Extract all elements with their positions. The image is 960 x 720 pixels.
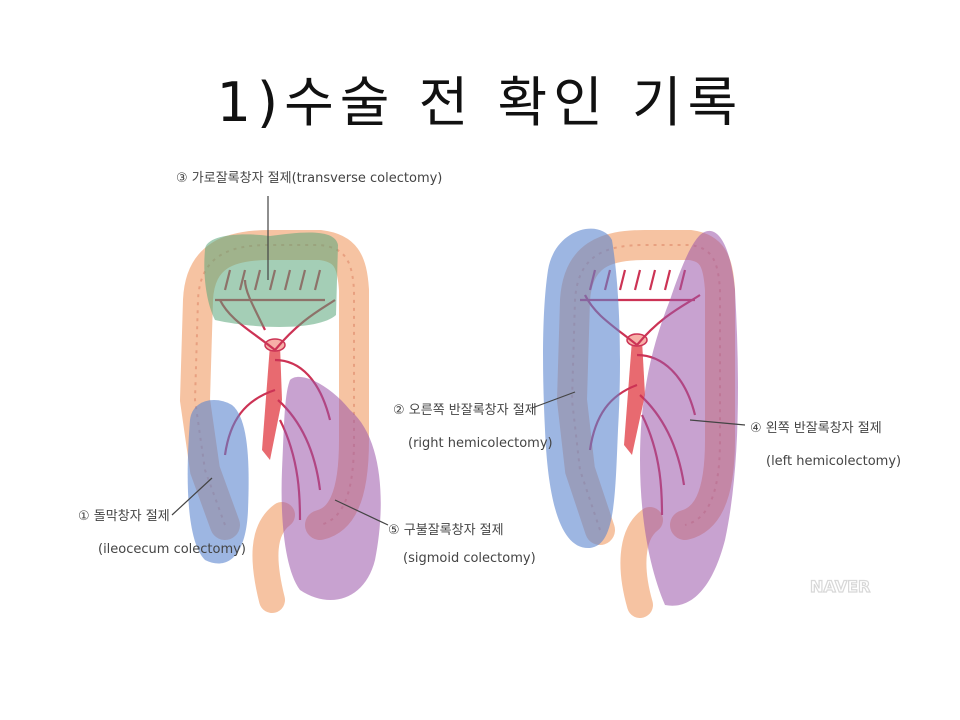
blue-region-ileocecum bbox=[187, 400, 249, 564]
green-region-transverse bbox=[204, 232, 338, 327]
label-transverse: ③ 가로잘록창자 절제(transverse colectomy) bbox=[176, 171, 442, 186]
left-rectum bbox=[252, 502, 295, 613]
purple-region-sigmoid bbox=[281, 376, 381, 600]
right-aorta-top bbox=[626, 333, 648, 347]
right-colon-illustration bbox=[531, 228, 746, 618]
label-left-hemicolectomy-ko: ④ 왼쪽 반잘록창자 절제 bbox=[750, 421, 882, 436]
label-sigmoid-ko: ⑤ 구불잘록창자 절제 bbox=[388, 523, 504, 538]
purple-region-left-hemicolectomy bbox=[640, 230, 738, 606]
left-colon-illustration bbox=[171, 196, 389, 613]
left-leader-lines bbox=[171, 196, 389, 526]
label-sigmoid-en: (sigmoid colectomy) bbox=[403, 551, 536, 566]
left-aorta-top bbox=[264, 338, 286, 352]
right-aorta bbox=[624, 340, 645, 455]
label-ileocecum-en: (ileocecum colectomy) bbox=[98, 542, 246, 557]
naver-watermark-logo: NAVER bbox=[810, 577, 870, 596]
label-ileocecum-ko: ① 돌막창자 절제 bbox=[78, 509, 170, 524]
right-leader-lines bbox=[531, 391, 746, 426]
label-right-hemicolectomy-ko: ② 오른쪽 반잘록창자 절제 bbox=[393, 403, 537, 418]
left-aorta bbox=[262, 345, 282, 460]
blue-region-right-hemicolectomy bbox=[543, 228, 620, 549]
slide-title: 1)수술 전 확인 기록 bbox=[216, 71, 744, 134]
label-left-hemicolectomy-en: (left hemicolectomy) bbox=[766, 454, 901, 469]
label-right-hemicolectomy-en: (right hemicolectomy) bbox=[408, 436, 553, 451]
